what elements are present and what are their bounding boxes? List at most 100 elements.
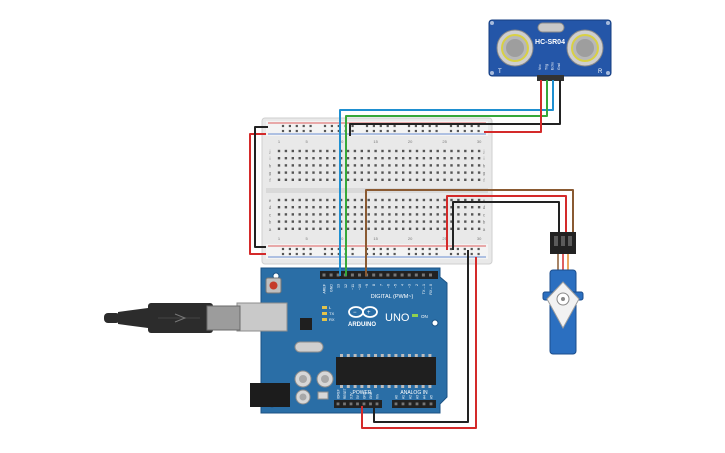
led-label: TX [329,311,334,316]
breadboard-hole [408,178,412,181]
breadboard-hole [477,198,481,202]
breadboard-hole [415,149,419,153]
header-label: 2 [415,284,419,286]
breadboard-hole [388,198,391,202]
breadboard-hole [374,157,377,160]
reset-button-cap[interactable] [269,281,278,290]
transducer-right [566,29,604,67]
rail-hole [407,247,411,251]
header-label: ~11 [351,284,355,290]
breadboard-hole [284,213,288,216]
sensor-model: HC-SR04 [535,39,565,46]
breadboard-hole [319,164,322,167]
rail-hole [281,129,285,133]
breadboard-hole [277,178,281,181]
breadboard-hole [360,157,363,160]
row-letter: b [483,220,486,225]
rail-hole [302,247,305,251]
rail-hole [428,247,431,251]
rail-hole [330,247,333,251]
column-number: 15 [373,236,378,241]
breadboard-hole [464,171,467,174]
analog-pin-label: A5 [429,395,433,399]
header-pin [429,273,432,277]
breadboard-hole [402,164,405,167]
breadboard-hole [471,149,474,153]
rail-hole [330,124,333,128]
breadboard-hole [395,227,398,230]
breadboard-hole [339,171,343,174]
breadboard-hole [319,213,322,216]
breadboard-hole [333,227,336,230]
breadboard-hole [457,206,460,209]
breadboard-hole [464,206,467,209]
rail-hole [393,247,396,251]
breadboard-hole [415,157,419,160]
breadboard-hole [443,198,446,202]
breadboard-hole [429,171,432,174]
breadboard-hole [477,171,481,174]
breadboard-hole [291,157,294,160]
breadboard-hole [395,220,398,223]
breadboard-hole [381,220,384,223]
breadboard-hole [346,157,350,160]
crystal [537,22,565,33]
breadboard-hole [305,227,308,230]
breadboard-hole [443,149,446,153]
svg-text:+: + [367,310,371,316]
breadboard-hole [443,206,446,209]
breadboard-hole [457,178,460,181]
sensor-mark-right: R [598,69,603,75]
breadboard-hole [284,171,288,174]
terminal-holes-bottom [277,198,481,230]
header-pin [408,402,412,406]
column-number: 30 [477,139,482,144]
breadboard-hole [395,178,398,181]
breadboard-hole [436,171,439,174]
breadboard-hole [360,227,363,230]
rail-hole [393,129,396,133]
breadboard-hole [477,164,481,167]
breadboard-hole [422,157,426,160]
breadboard-hole [346,206,350,209]
header-pin [400,273,404,277]
rail-hole [323,252,327,256]
header-pin [379,273,383,277]
breadboard-hole [291,213,294,216]
rail-hole [302,129,305,133]
breadboard-hole [326,206,329,209]
breadboard-hole [422,149,426,153]
breadboard-hole [305,198,308,202]
sensor-pin-label: Trig [544,64,548,70]
rail-hole [421,252,424,256]
breadboard-hole [450,149,453,153]
column-number: 25 [442,139,447,144]
led [322,318,327,321]
breadboard-hole [429,206,432,209]
breadboard-hole [319,227,322,230]
breadboard-hole [471,213,474,216]
rail-hole [337,129,340,133]
rail-hole [288,247,291,251]
breadboard-hole [471,227,474,230]
led [322,306,327,309]
led [322,312,327,315]
rail-hole [281,247,285,251]
rail-hole [295,124,298,128]
breadboard-hole [374,213,377,216]
breadboard-hole [402,149,405,153]
breadboard-hole [298,149,301,153]
row-letter: g [483,171,486,176]
breadboard-hole [436,178,439,181]
sensor-pin-header [537,75,564,81]
rail-hole [456,129,459,133]
header-label: TX→1 [422,284,426,294]
wire-sensor-echo [339,80,554,276]
rail-hole [379,129,382,133]
rail-hole [309,129,312,133]
rail-hole [477,247,480,251]
power-pin-label: GND [369,391,373,399]
row-letter: h [483,163,486,168]
